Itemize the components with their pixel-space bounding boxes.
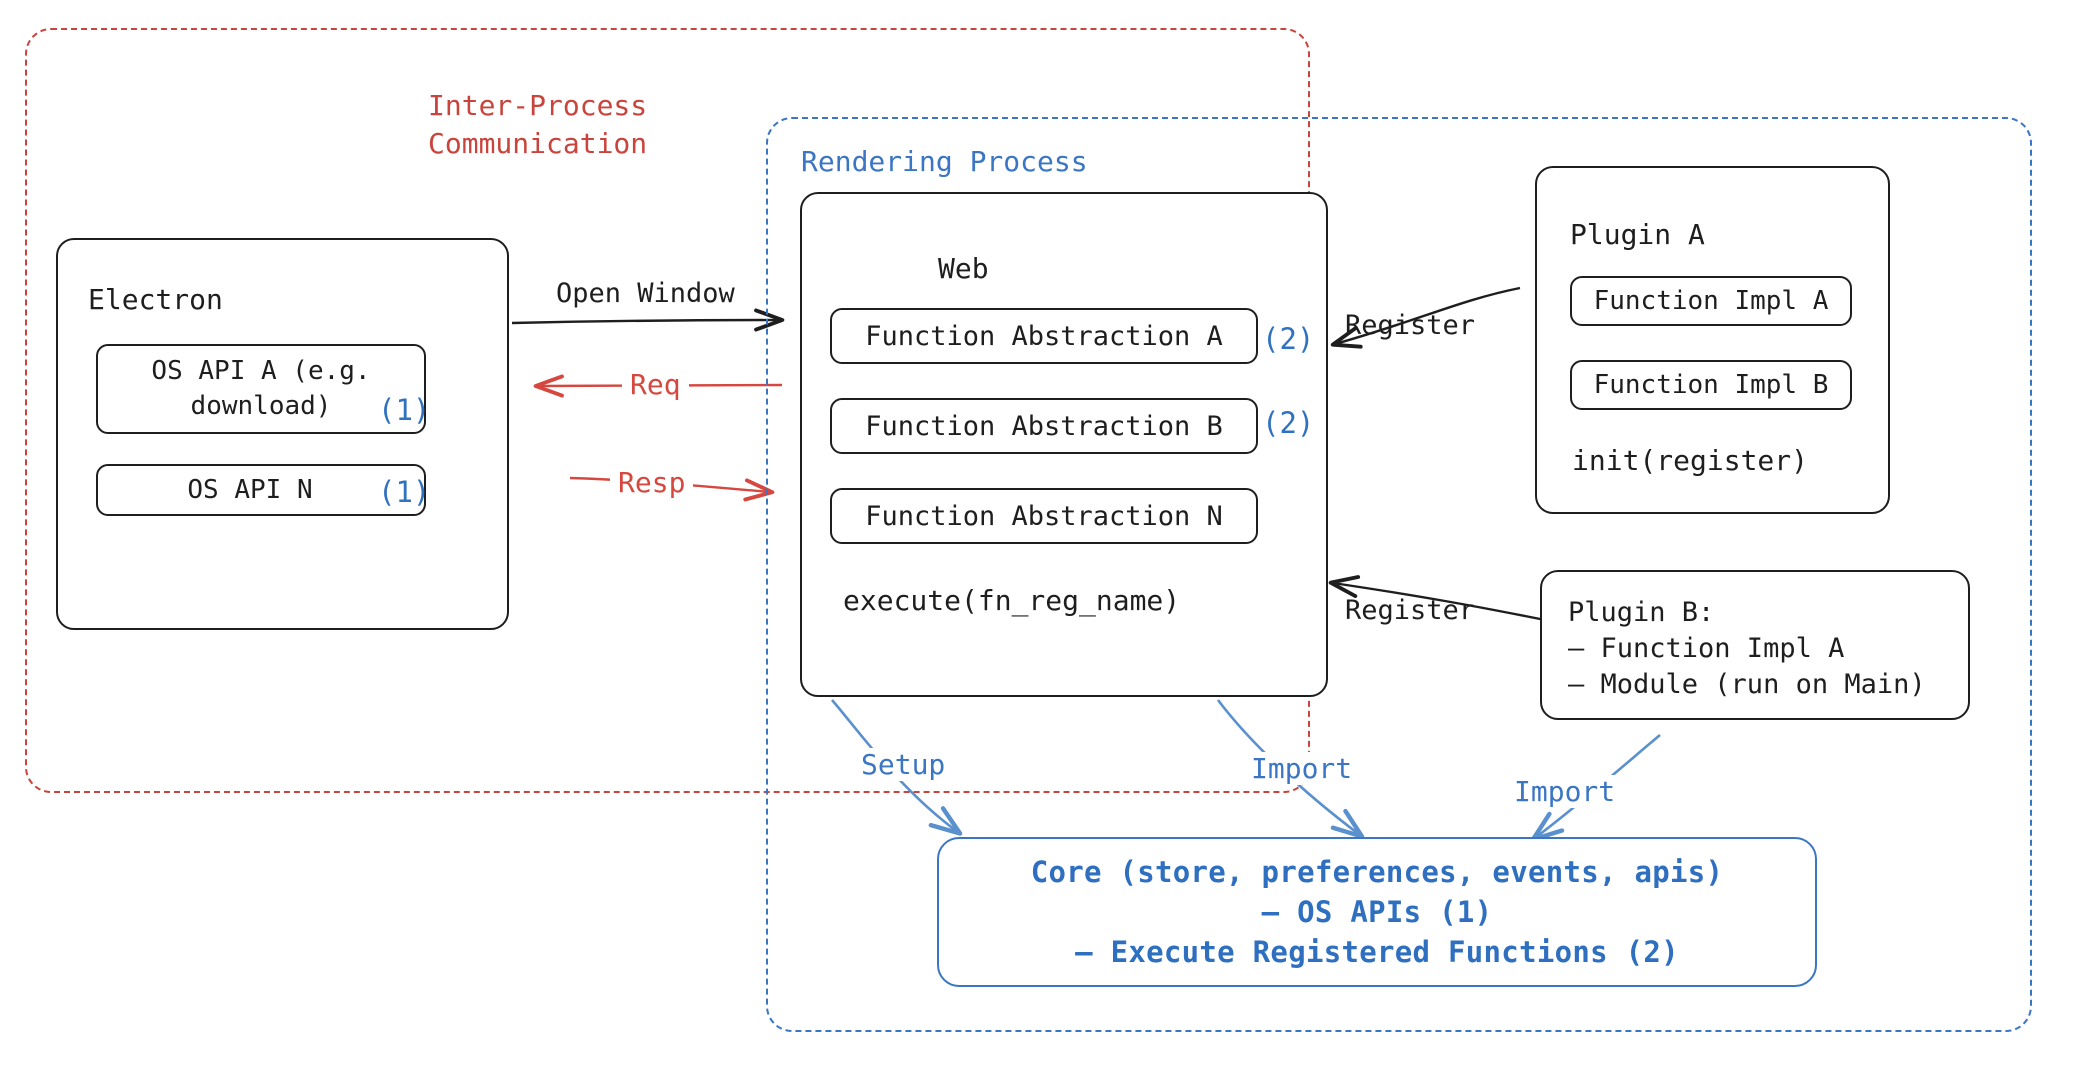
function-impl-a-box[interactable]: Function Impl A	[1570, 276, 1852, 326]
function-abstraction-b-box[interactable]: Function Abstraction B	[830, 398, 1258, 454]
open-window-label: Open Window	[556, 278, 735, 309]
os-api-a-box[interactable]: OS API A (e.g. download)	[96, 344, 426, 434]
execute-signature: execute(fn_reg_name)	[843, 584, 1181, 617]
ipc-boundary-label: Inter-Process Communication	[428, 89, 648, 160]
core-description: Core (store, preferences, events, apis) …	[1030, 854, 1724, 969]
function-abstraction-b-note: (2)	[1262, 406, 1315, 440]
function-impl-a-label: Function Impl A	[1593, 286, 1829, 316]
os-api-n-note: (1)	[378, 475, 431, 509]
function-impl-b-label: Function Impl B	[1593, 370, 1829, 400]
os-api-a-note: (1)	[378, 393, 431, 427]
os-api-n-label: OS API N	[187, 475, 313, 505]
plugin-b-lines: Plugin B: — Function Impl A — Module (ru…	[1568, 597, 1926, 700]
plugin-a-init: init(register)	[1572, 444, 1809, 477]
function-abstraction-a-label: Function Abstraction A	[865, 320, 1223, 352]
electron-title: Electron	[88, 283, 223, 316]
register-plugin-b-label: Register	[1345, 595, 1476, 626]
function-abstraction-n-box[interactable]: Function Abstraction N	[830, 488, 1258, 544]
plugin-b-box	[1540, 570, 1970, 720]
function-abstraction-b-label: Function Abstraction B	[865, 410, 1223, 442]
electron-box	[56, 238, 509, 630]
plugin-a-title: Plugin A	[1570, 218, 1705, 251]
rendering-process-boundary	[766, 117, 2032, 1032]
import-web-label: Import	[1247, 752, 1357, 785]
core-box: Core (store, preferences, events, apis) …	[937, 837, 1817, 987]
os-api-n-box[interactable]: OS API N	[96, 464, 426, 516]
function-abstraction-a-box[interactable]: Function Abstraction A	[830, 308, 1258, 364]
resp-label: Resp	[610, 466, 694, 499]
os-api-a-label: OS API A (e.g. download)	[151, 355, 371, 421]
function-abstraction-n-label: Function Abstraction N	[865, 500, 1223, 532]
import-plugin-label: Import	[1510, 775, 1620, 808]
function-impl-b-box[interactable]: Function Impl B	[1570, 360, 1852, 410]
rendering-process-label: Rendering Process	[801, 145, 1088, 178]
plugin-a-box	[1535, 166, 1890, 514]
function-abstraction-a-note: (2)	[1262, 322, 1315, 356]
register-plugin-a-label: Register	[1345, 310, 1476, 341]
web-title: Web	[938, 252, 989, 285]
req-label: Req	[622, 368, 689, 401]
setup-label: Setup	[857, 748, 950, 781]
